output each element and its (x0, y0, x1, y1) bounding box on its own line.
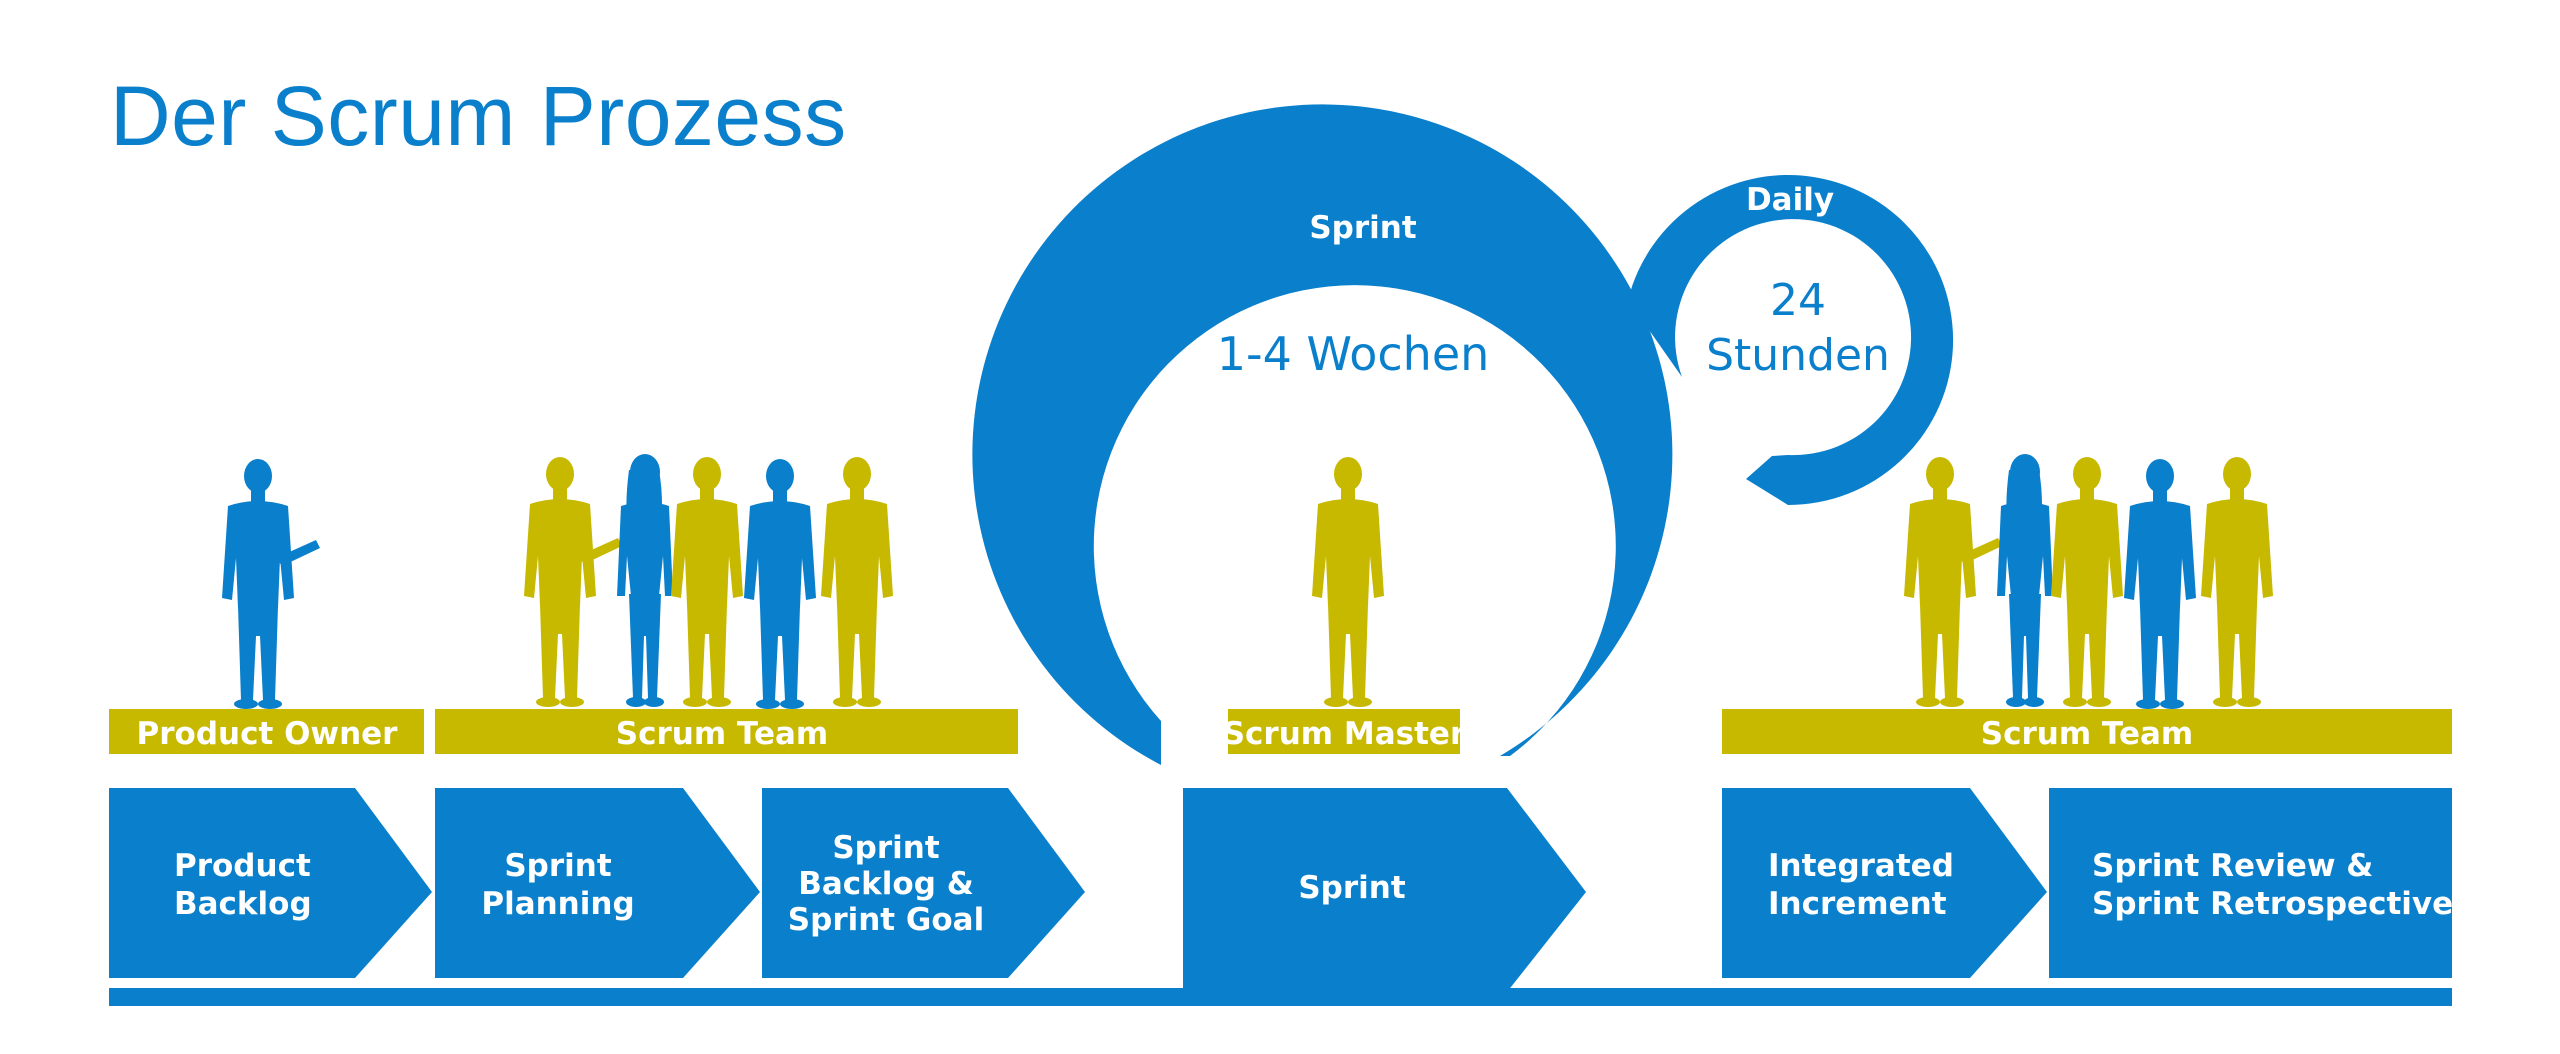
scrum-team-left-bar (435, 709, 1018, 754)
timeline-baseline (109, 988, 2452, 1006)
scrum-master-figure (1312, 457, 1384, 707)
step-review-line1: Sprint Review & (2092, 848, 2373, 884)
step-sprint-planning-line1: Sprint (504, 848, 612, 884)
step-sprint-backlog-line1: Sprint (832, 830, 940, 866)
step-sprint-planning-line2: Planning (481, 886, 634, 922)
page-title: Der Scrum Prozess (110, 69, 847, 163)
sprint-cycle-ring (972, 104, 1673, 765)
step-sprint-line1: Sprint (1298, 870, 1406, 906)
step-product-backlog (109, 788, 432, 978)
daily-duration-unit: Stunden (1706, 330, 1890, 381)
product-owner-bar (109, 709, 424, 754)
step-review-line2: Sprint Retrospective (2092, 886, 2453, 922)
step-integrated-increment (1722, 788, 2047, 978)
scrum-team-left-figures (524, 454, 893, 709)
product-owner-figure (222, 459, 320, 709)
scrum-team-left-label: Scrum Team (616, 716, 828, 752)
step-product-backlog-line1: Product (174, 848, 311, 884)
step-integrated-increment-line2: Increment (1768, 886, 1947, 922)
step-sprint-planning (435, 788, 760, 978)
sprint-cycle-duration: 1-4 Wochen (1217, 327, 1490, 381)
step-review-retrospective (2049, 788, 2452, 978)
step-sprint-backlog-goal (762, 788, 1085, 978)
scrum-team-right-label: Scrum Team (1981, 716, 2193, 752)
daily-cycle-label: Daily (1746, 182, 1834, 218)
step-product-backlog-line2: Backlog (174, 886, 312, 922)
step-sprint (1183, 788, 1586, 992)
scrum-master-bar (1228, 709, 1460, 754)
step-sprint-backlog-line3: Sprint Goal (788, 902, 984, 938)
product-owner-label: Product Owner (137, 716, 399, 752)
step-sprint-backlog-line2: Backlog & (798, 866, 973, 902)
scrum-team-right-figures (1904, 454, 2273, 709)
sprint-cycle-label: Sprint (1309, 210, 1417, 246)
daily-duration-number: 24 (1770, 275, 1826, 326)
scrum-team-right-bar (1722, 709, 2452, 754)
scrum-master-label: Scrum Master (1223, 716, 1466, 752)
step-integrated-increment-line1: Integrated (1768, 848, 1954, 884)
